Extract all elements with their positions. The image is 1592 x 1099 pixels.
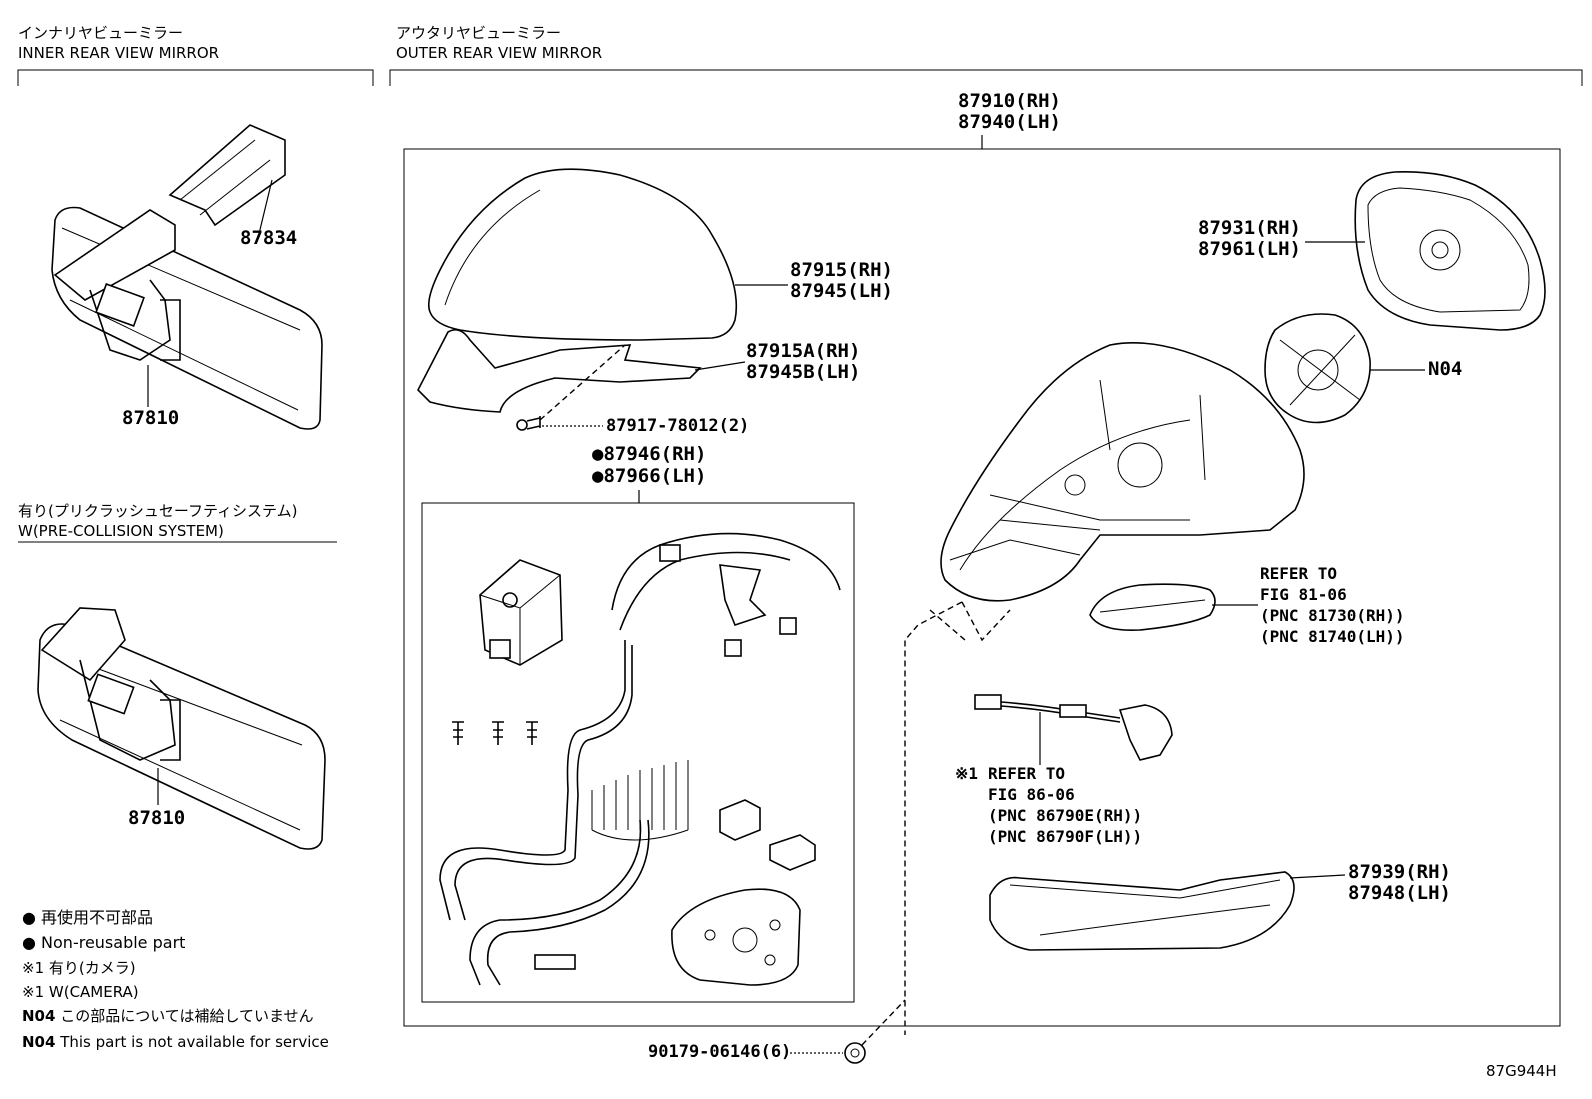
part-garnish-lh: 87948(LH) [1348, 882, 1451, 904]
inner-section-bracket [17, 69, 374, 86]
part-assembly-lh: 87940(LH) [958, 111, 1061, 133]
part-garnish-rh: 87939(RH) [1348, 861, 1451, 883]
leader-garnish [1289, 874, 1346, 879]
turn-ref-2: FIG 81-06 [1260, 585, 1347, 604]
part-harness-lh: ●87966(LH) [592, 465, 707, 487]
legend-n04-code-en: N04 [22, 1033, 56, 1051]
camera-ref-1: REFER TO [988, 764, 1066, 783]
legend-camera-en: ※1 W(CAMERA) [22, 983, 139, 1001]
outer-title-jp: アウタリヤビューミラー [396, 24, 562, 42]
outer-section-bracket [389, 69, 1583, 86]
legend-n04-code-jp: N04 [22, 1007, 56, 1025]
camera-ref-3: (PNC 86790E(RH)) [988, 806, 1143, 825]
part-glass-lh: 87961(LH) [1198, 238, 1301, 260]
mirror-glass-drawing [1354, 170, 1546, 331]
part-87810-b: 87810 [128, 807, 186, 829]
part-cover-lh: 87945(LH) [790, 280, 893, 302]
legend-n04-text-en: This part is not available for service [60, 1033, 329, 1051]
part-assembly-rh: 87910(RH) [958, 90, 1061, 112]
legend-n04-jp: N04 この部品については補給していません [22, 1004, 314, 1028]
turn-signal-drawing [1089, 583, 1216, 632]
circuit-board-drawing [671, 888, 801, 986]
part-lower-cover-lh: 87945B(LH) [746, 361, 861, 383]
inner-mirror-drawing [51, 206, 323, 430]
screw-drawing [516, 416, 541, 431]
garnish-drawing [989, 871, 1295, 951]
wire-harness-drawing [439, 532, 841, 986]
outer-title-en: OUTER REAR VIEW MIRROR [396, 44, 603, 62]
n04-part-drawing [1264, 313, 1371, 424]
camera-ref-4: (PNC 86790F(LH)) [988, 827, 1143, 846]
leader-lower-cover [694, 361, 746, 371]
camera-ref-mark: ※1 [955, 764, 979, 783]
screw-dash [539, 344, 626, 421]
lower-cover-drawing [417, 329, 702, 413]
small-screws-drawing [452, 721, 538, 745]
camera-ref-2: FIG 86-06 [988, 785, 1075, 804]
legend-camera-jp: ※1 有り(カメラ) [22, 959, 136, 977]
part-n04: N04 [1428, 358, 1463, 380]
part-screw: 87917-78012(2) [606, 416, 750, 436]
turn-ref-3: (PNC 81730(RH)) [1260, 606, 1405, 625]
legend-n04-en: N04 This part is not available for servi… [22, 1030, 329, 1054]
legend-nonreusable-en: ● Non-reusable part [22, 933, 186, 952]
actuator-drawing [479, 559, 563, 666]
body-dash-lines [904, 601, 1011, 1035]
turn-ref-4: (PNC 81740(LH)) [1260, 627, 1405, 646]
part-lower-cover-rh: 87915A(RH) [746, 340, 861, 362]
part-clip: 90179-06146(6) [648, 1042, 792, 1062]
part-glass-rh: 87931(RH) [1198, 217, 1301, 239]
pcs-title-en: W(PRE-COLLISION SYSTEM) [18, 522, 224, 540]
mirror-cover-87834-drawing [168, 124, 286, 227]
harness-kit-frame [421, 502, 855, 1003]
clip-drawing [844, 1042, 866, 1064]
mirror-body-drawing [940, 342, 1305, 602]
legend-n04-text-jp: この部品については補給していません [60, 1007, 314, 1025]
turn-ref-1: REFER TO [1260, 564, 1338, 583]
terminals-drawing [591, 760, 689, 841]
part-harness-rh: ●87946(RH) [592, 443, 707, 465]
clip-dash [861, 999, 906, 1046]
inner-title-jp: インナリヤビューミラー [18, 24, 184, 42]
inner-mirror-pcs-drawing [37, 607, 326, 850]
part-cover-rh: 87915(RH) [790, 259, 893, 281]
inner-title-en: INNER REAR VIEW MIRROR [18, 44, 220, 62]
part-87834: 87834 [240, 227, 298, 249]
camera-cable-drawing [974, 694, 1173, 761]
diagram-id: 87G944H [1486, 1062, 1557, 1080]
connectors-drawing [719, 799, 816, 871]
part-87810-a: 87810 [122, 407, 180, 429]
mirror-cover-drawing [427, 168, 738, 341]
pcs-title-jp: 有り(プリクラッシュセーフティシステム) [18, 502, 298, 520]
leader-87834 [257, 179, 273, 239]
legend-nonreusable-jp: ● 再使用不可部品 [22, 908, 154, 927]
